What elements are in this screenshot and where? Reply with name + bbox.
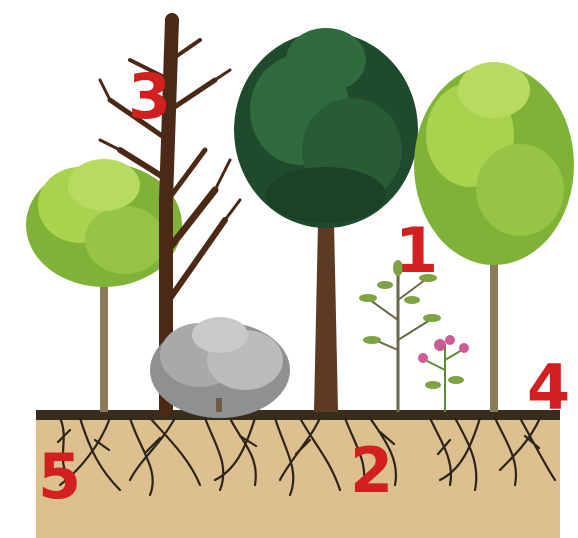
label-one: 1 xyxy=(395,220,438,282)
label-three: 3 xyxy=(128,66,171,128)
label-four: 4 xyxy=(527,357,570,419)
soil-layer xyxy=(36,410,560,538)
label-two: 2 xyxy=(350,440,393,502)
flowering-plant xyxy=(418,335,469,412)
label-five: 5 xyxy=(38,446,81,508)
